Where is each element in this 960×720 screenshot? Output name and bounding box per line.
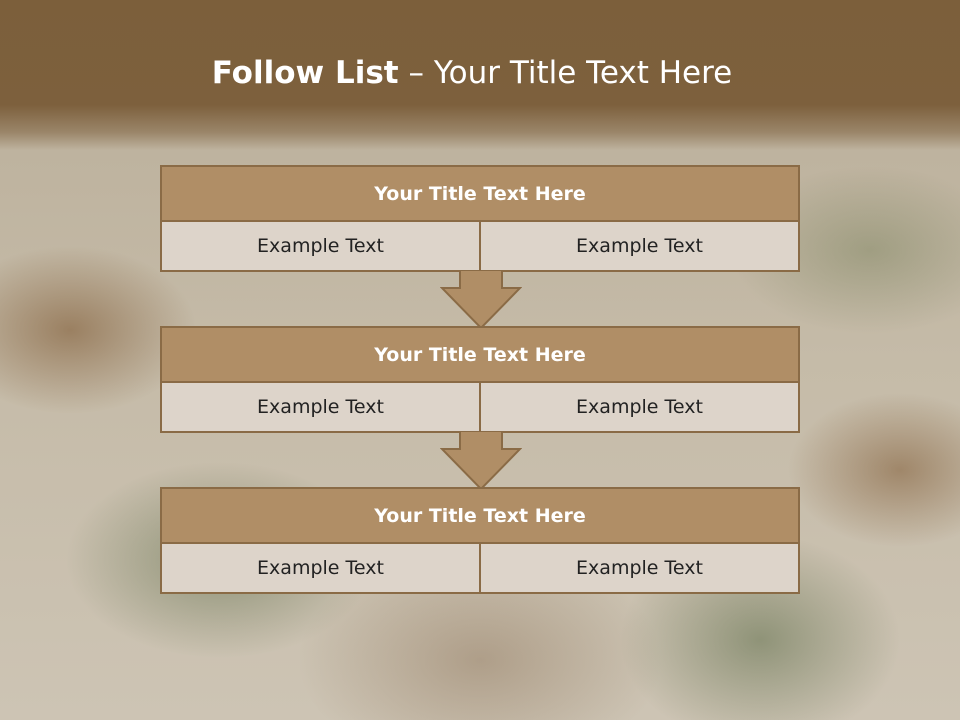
down-arrow-2 xyxy=(440,431,522,491)
title-band xyxy=(0,0,960,150)
step-1-right-text: Example Text xyxy=(481,222,800,272)
step-3-left-text: Example Text xyxy=(160,544,481,594)
step-1-left-text: Example Text xyxy=(160,222,481,272)
step-title-2: Your Title Text Here xyxy=(160,326,800,383)
step-row-3: Example Text Example Text xyxy=(160,544,800,594)
down-arrow-1 xyxy=(440,270,522,330)
step-box-3: Your Title Text Here Example Text Exampl… xyxy=(160,487,800,594)
step-2-left-text: Example Text xyxy=(160,383,481,433)
step-row-1: Example Text Example Text xyxy=(160,222,800,272)
step-box-1: Your Title Text Here Example Text Exampl… xyxy=(160,165,800,272)
step-title-1: Your Title Text Here xyxy=(160,165,800,222)
step-box-2: Your Title Text Here Example Text Exampl… xyxy=(160,326,800,433)
step-row-2: Example Text Example Text xyxy=(160,383,800,433)
step-2-right-text: Example Text xyxy=(481,383,800,433)
slide-title-bold: Follow List xyxy=(211,55,399,91)
step-title-3: Your Title Text Here xyxy=(160,487,800,544)
slide-title: Follow List – Your Title Text Here xyxy=(0,55,944,91)
slide-title-rest: – Your Title Text Here xyxy=(398,55,733,91)
step-3-right-text: Example Text xyxy=(481,544,800,594)
